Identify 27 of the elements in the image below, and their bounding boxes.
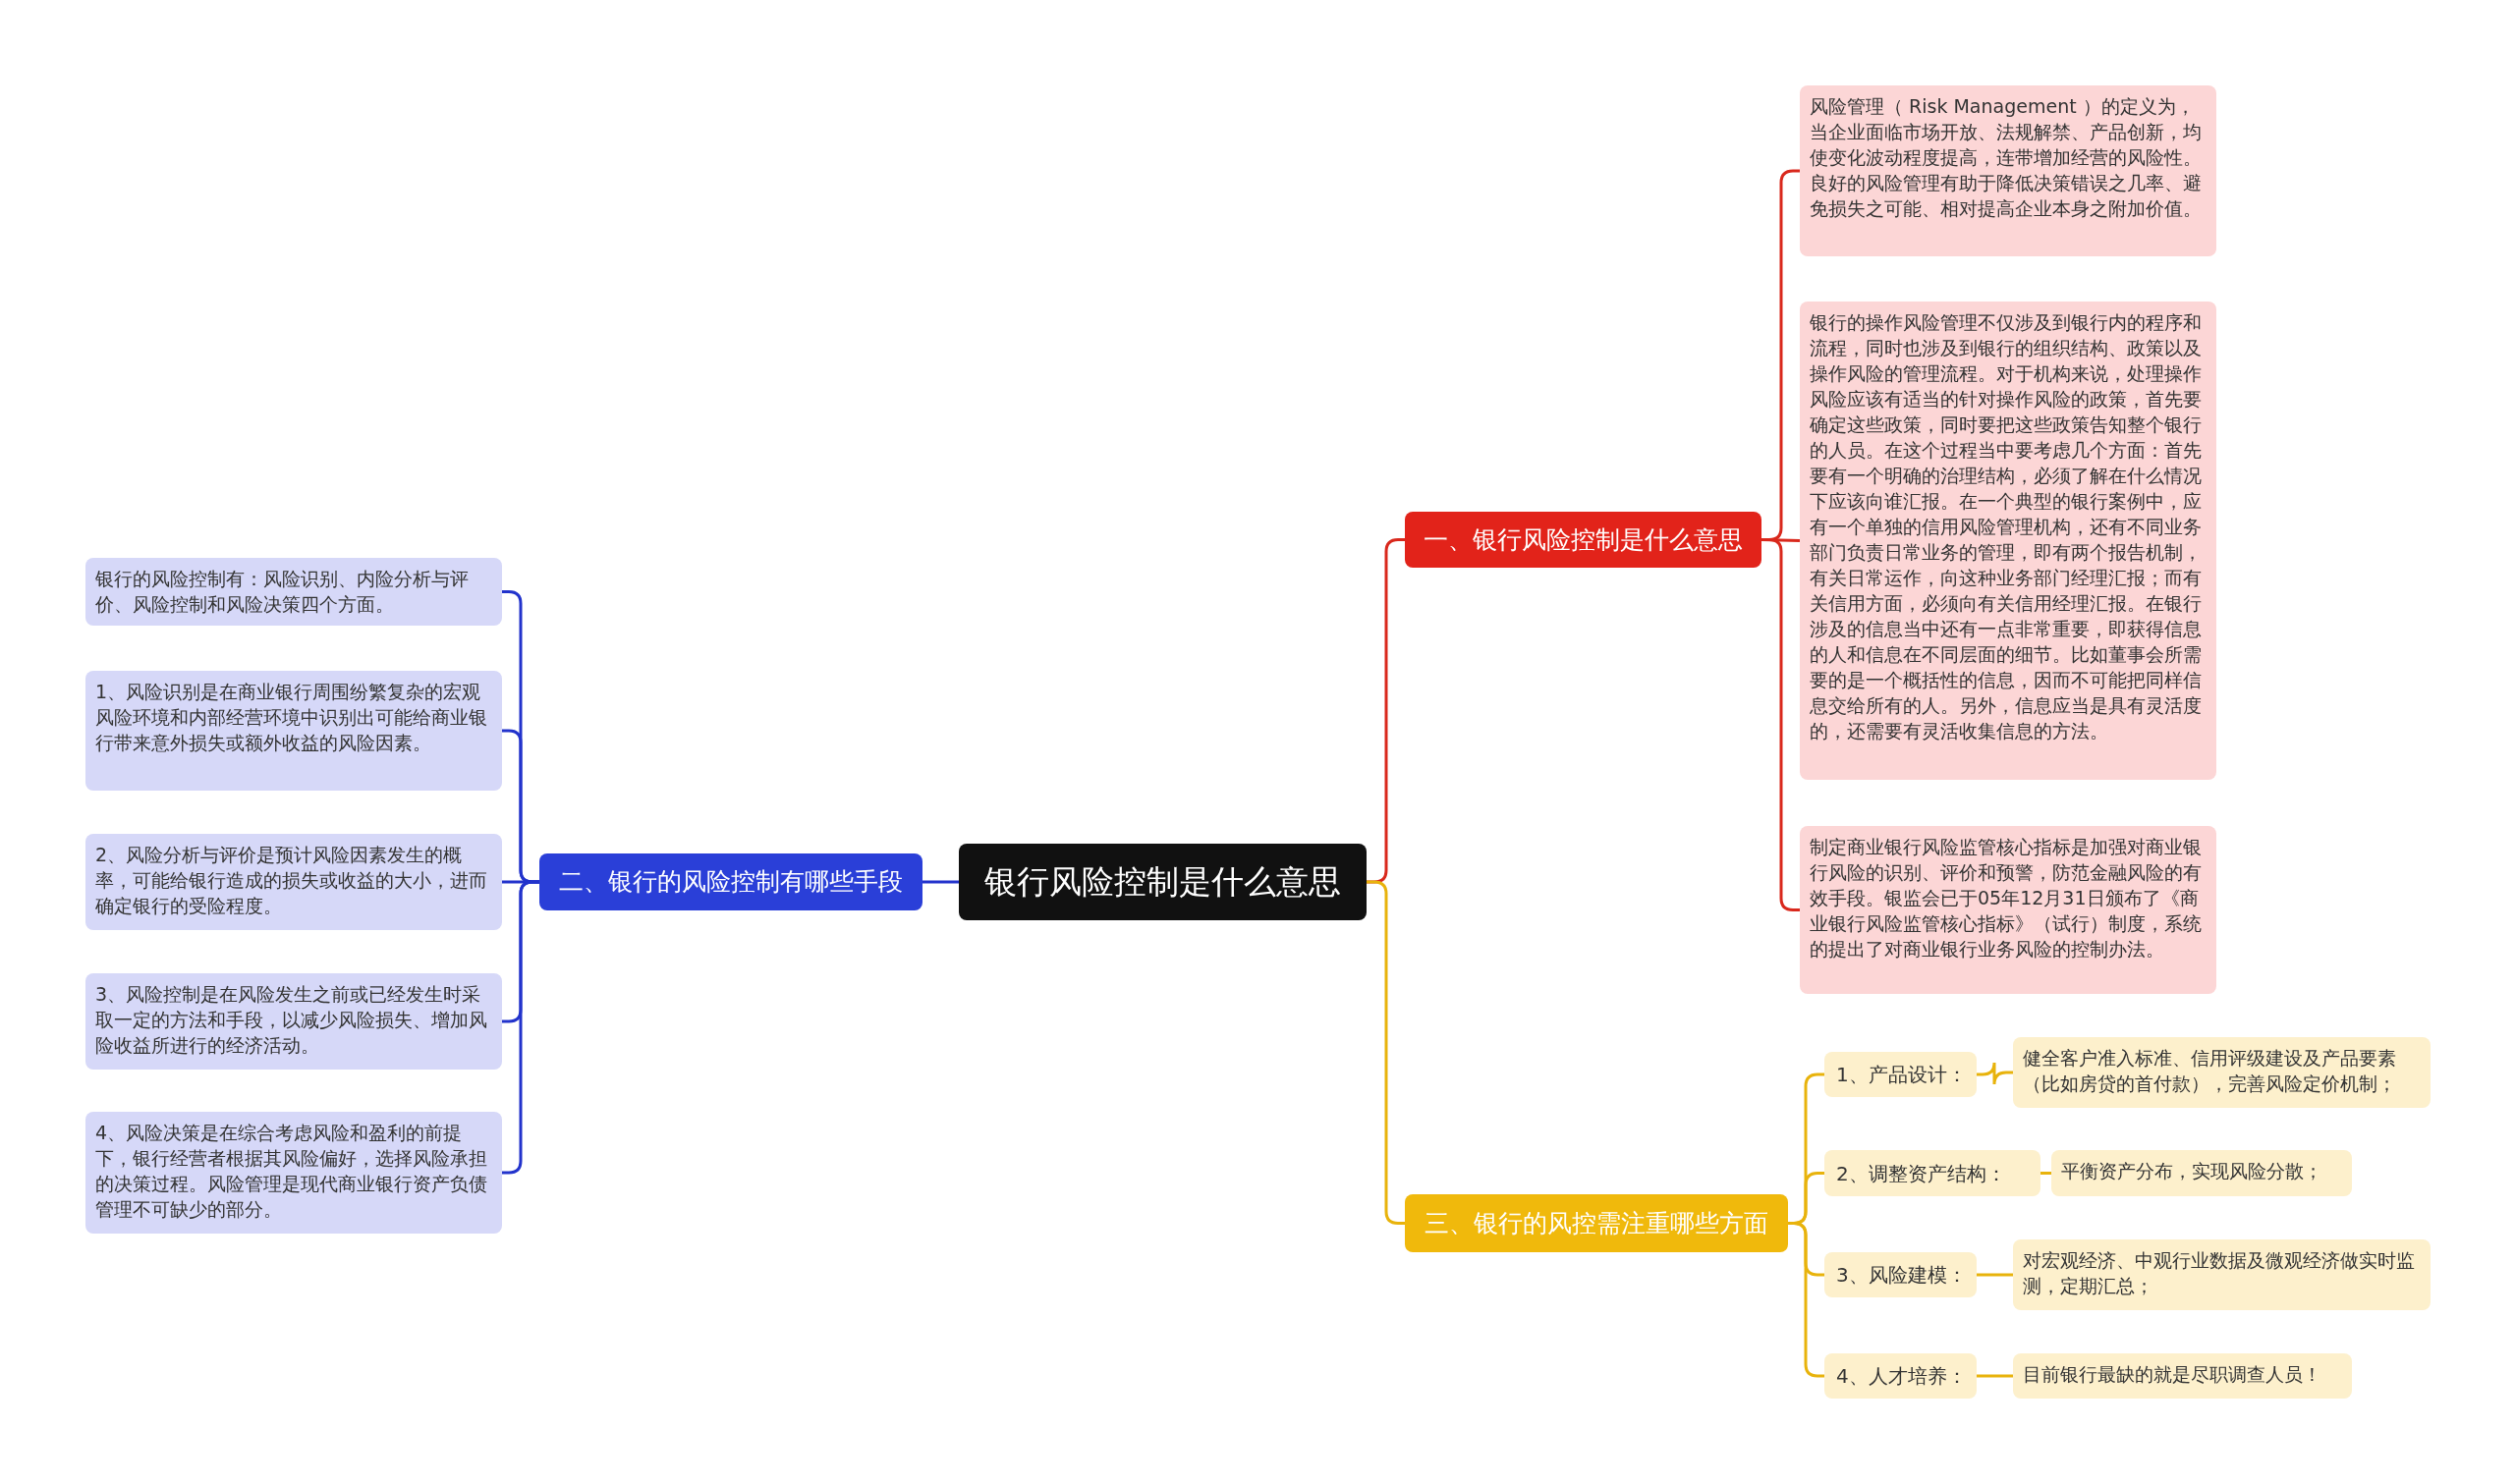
note-box: 2、风险分析与评价是预计风险因素发生的概率，可能给银行造成的损失或收益的大小，进而确定银行的受险程度。 [85,834,502,930]
branch-topic-box: 一、银行风险控制是什么意思 [1405,512,1761,568]
subtopic-box: 3、风险建模： [1824,1252,1977,1297]
note-box: 制定商业银行风险监管核心指标是加强对商业银行风险的识别、评价和预警，防范金融风险的有效手段。银监会已于05年12月31日颁布了《商业银行风险监管核心指标》（试行）制度，系统的提出了对商业银行业务风险的控制办法。 [1800,826,2216,994]
note-box: 银行的操作风险管理不仅涉及到银行内的程序和流程，同时也涉及到银行的组织结构、政策以及操作风险的管理流程。对于机构来说，处理操作风险应该有适当的针对操作风险的政策，首先要确定这些政策，同时要把这些政策告知整个银行的人员。在这个过程当中要考虑几个方面：首先要有一个明确的治理结构，必须了解在什么情况下应该向谁汇报。在一个典型的银行案例中，应有一个单独的信用风险管理机构，还有不同业务部门负责日常业务的管理，即有两个报告机制，有关日常运作，向这种业务部门经理汇报；而有关信用方面，必须向有关信用经理汇报。在银行涉及的信息当中还有一点非常重要，即获得信息的人和信息在不同层面的细节。比如董事会所需要的是一个概括性的信息，因而不可能把同样信息交给所有的人。另外，信息应当是具有灵活度的，还需要有灵活收集信息的方法。 [1800,302,2216,780]
note-box: 风险管理（ Risk Management ）的定义为，当企业面临市场开放、法规解禁、产品创新，均使变化波动程度提高，连带增加经营的风险性。良好的风险管理有助于降低决策错误之几率、避免损失之可能、相对提高企业本身之附加价值。 [1800,85,2216,256]
root-topic-box: 银行风险控制是什么意思 [959,844,1367,920]
branch-topic-box: 二、银行的风险控制有哪些手段 [539,853,922,910]
connector-line [502,880,539,1175]
note-box: 目前银行最缺的就是尽职调查人员！ [2013,1353,2352,1399]
connector-line [1977,1061,2013,1086]
note-box: 3、风险控制是在风险发生之前或已经发生时采取一定的方法和手段，以减少风险损失、增加风险收益所进行的经济活动。 [85,973,502,1070]
connector-line [922,880,959,884]
subtopic-box: 4、人才培养： [1824,1353,1977,1399]
branch-topic-box: 三、银行的风控需注重哪些方面 [1405,1194,1788,1252]
subtopic-box: 1、产品设计： [1824,1052,1977,1097]
subtopic-box: 2、调整资产结构： [1824,1150,2040,1196]
connector-line [1977,1374,2013,1378]
note-box: 1、风险识别是在商业银行周围纷繁复杂的宏观风险环境和内部经营环境中识别出可能给商业银行带来意外损失或额外收益的风险因素。 [85,671,502,791]
note-box: 银行的风险控制有：风险识别、内险分析与评价、风险控制和风险决策四个方面。 [85,558,502,626]
connector-line [1977,1273,2013,1277]
note-box: 对宏观经济、中观行业数据及微观经济做实时监测，定期汇总； [2013,1239,2431,1310]
note-box: 4、风险决策是在综合考虑风险和盈利的前提下，银行经营者根据其风险偏好，选择风险承担的决策过程。风险管理是现代商业银行资产负债管理不可缺少的部分。 [85,1112,502,1234]
connector-line [1788,1222,1824,1378]
note-box: 健全客户准入标准、信用评级建设及产品要素（比如房贷的首付款），完善风险定价机制； [2013,1037,2431,1108]
connector-line [2040,1172,2051,1175]
note-box: 平衡资产分布，实现风险分散； [2051,1150,2352,1196]
